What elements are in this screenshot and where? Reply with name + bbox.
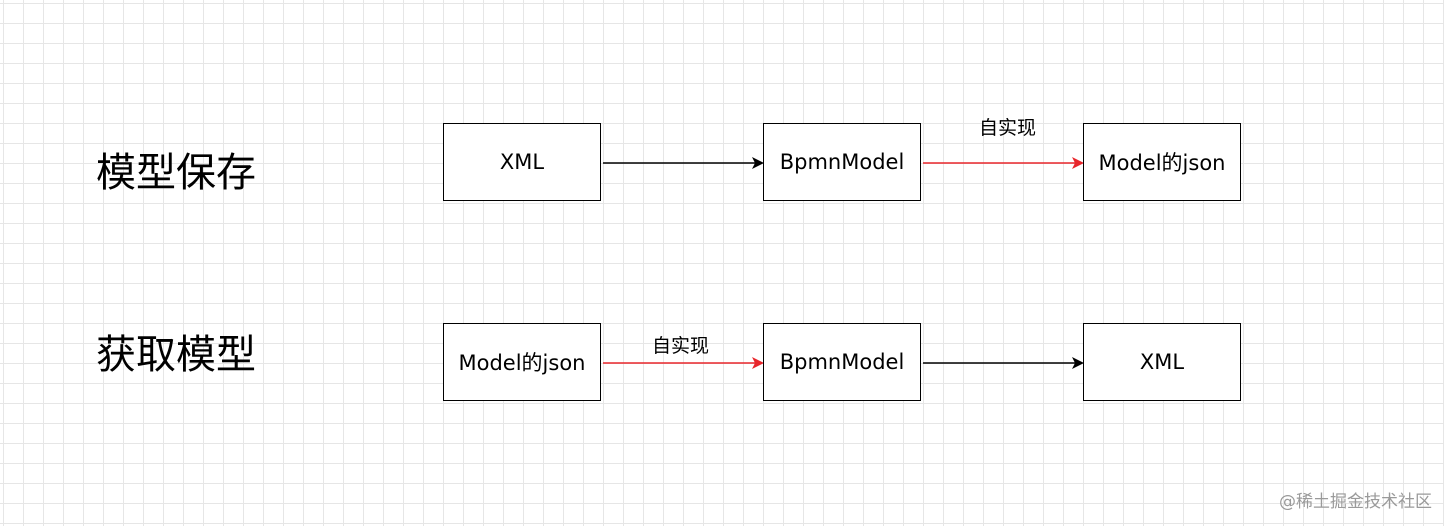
edge-label-save-custom: 自实现 <box>979 117 1037 139</box>
node-load-bpmnmodel: BpmnModel <box>763 323 921 401</box>
node-load-model-json: Model的json <box>443 323 601 401</box>
row-title-load: 获取模型 <box>96 332 256 378</box>
node-save-model-json: Model的json <box>1083 123 1241 201</box>
row-title-save: 模型保存 <box>96 150 256 196</box>
edge-label-load-custom: 自实现 <box>652 335 710 357</box>
watermark: @稀土掘金技术社区 <box>1279 492 1432 512</box>
node-save-bpmnmodel: BpmnModel <box>763 123 921 201</box>
node-load-xml: XML <box>1083 323 1241 401</box>
node-save-xml: XML <box>443 123 601 201</box>
